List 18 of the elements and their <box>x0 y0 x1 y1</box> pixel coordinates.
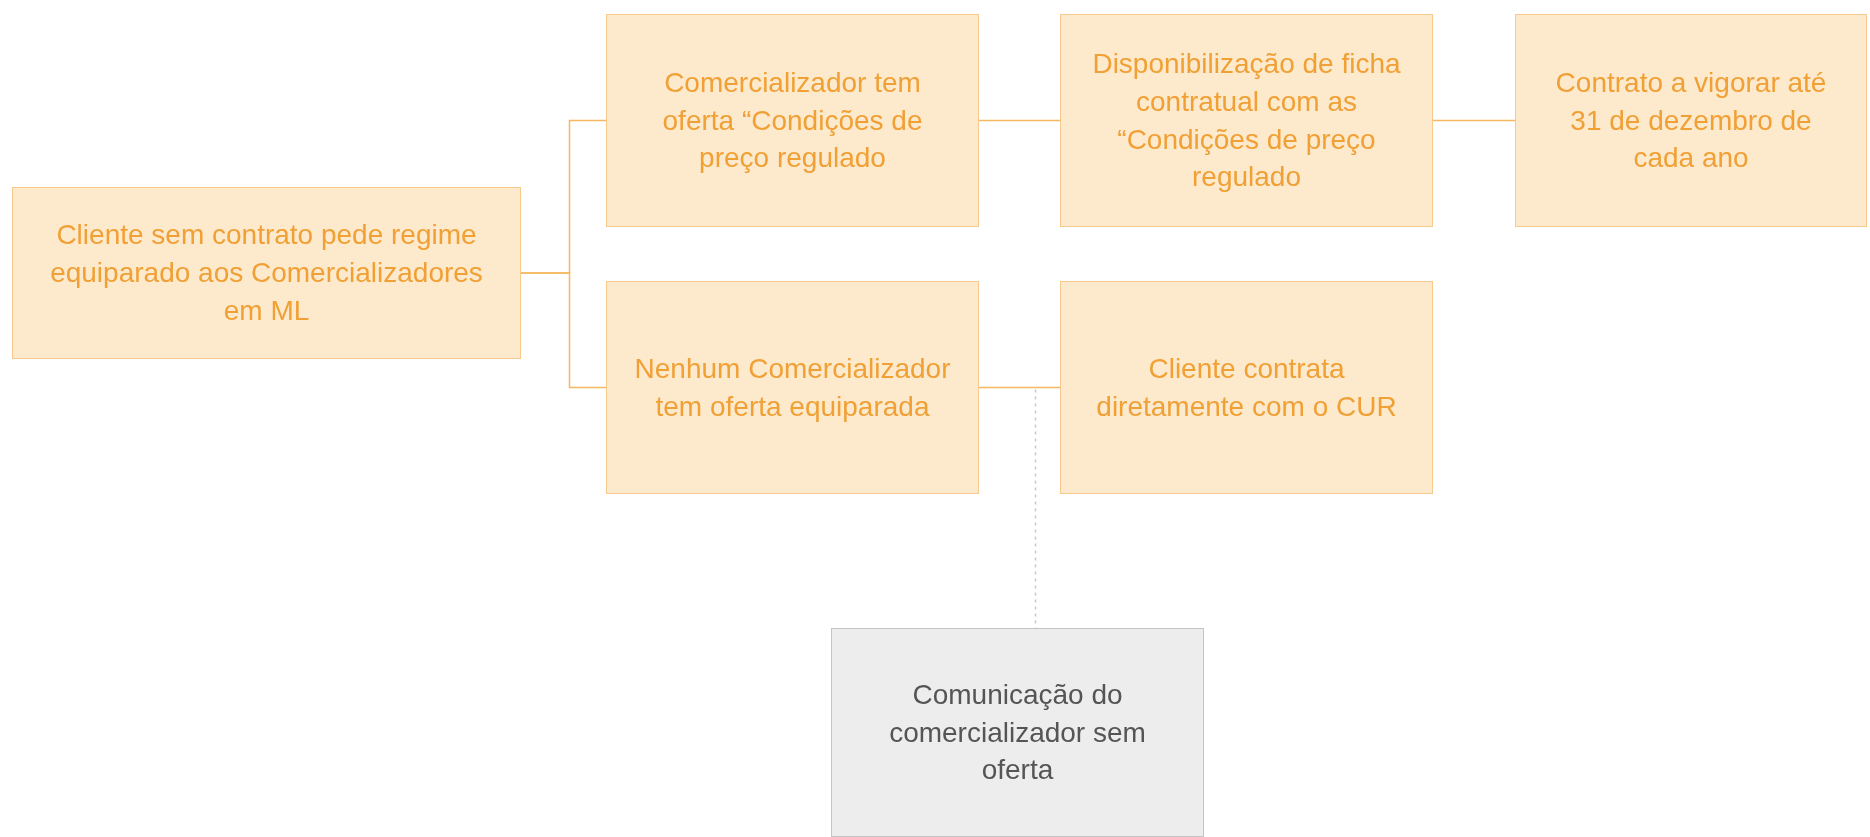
process-box <box>606 281 979 494</box>
connector-line <box>1432 119 1516 122</box>
box-text: Disponibilização de ficha contratual com as “Condições de preço regulado <box>1091 46 1402 195</box>
note-box <box>831 628 1204 837</box>
box-text: Cliente sem contrato pede regime equiparado aos Comercializadores em ML <box>49 218 484 328</box>
box-text: Contrato a vigorar até 31 de dezembro de cada ano <box>1554 65 1828 176</box>
process-box <box>1515 14 1867 227</box>
box-text: Comercializador tem oferta “Condições de preço regulado <box>661 65 924 176</box>
connector-line <box>978 119 1061 122</box>
connector-line <box>978 386 1061 389</box>
connector-line <box>520 272 607 389</box>
box-text: Nenhum Comercializador tem oferta equiparada <box>633 351 952 424</box>
process-box <box>12 187 521 359</box>
box-text: Comunicação do comercializador sem oferta <box>888 677 1147 788</box>
process-box <box>1060 14 1433 227</box>
box-text: Cliente contrata diretamente com o CUR <box>1095 351 1398 424</box>
process-box <box>1060 281 1433 494</box>
process-box <box>606 14 979 227</box>
